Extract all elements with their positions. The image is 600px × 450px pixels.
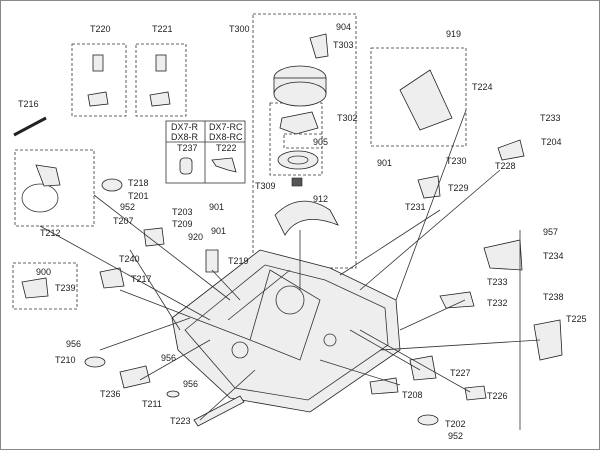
- leader-lines: [39, 109, 541, 430]
- part-label-t225: T225: [566, 314, 587, 324]
- part-label-t212: T212: [40, 228, 61, 238]
- box-t300: [252, 13, 357, 269]
- part-label-t219: T219: [228, 256, 249, 266]
- part-label-901: 901: [377, 158, 392, 168]
- drum-assembly: [273, 33, 339, 236]
- box-t239: [12, 262, 78, 310]
- part-label-t218: T218: [128, 178, 149, 188]
- part-label-t224: T224: [472, 82, 493, 92]
- part-label-t221: T221: [152, 24, 173, 34]
- chassis: [171, 249, 401, 413]
- part-label-t302: T302: [337, 113, 358, 123]
- part-label-t202: T202: [445, 419, 466, 429]
- table-header-right-2: DX8-RC: [209, 132, 243, 142]
- part-label-t233: T233: [540, 113, 561, 123]
- variant-table: DX7-R DX8-R DX7-RC DX8-RC T237 T222: [165, 120, 246, 184]
- part-label-t230: T230: [446, 156, 467, 166]
- part-label-t216: T216: [18, 99, 39, 109]
- part-label-t228: T228: [495, 161, 516, 171]
- part-label-t234: T234: [543, 251, 564, 261]
- part-label-t303: T303: [333, 40, 354, 50]
- part-label-t239: T239: [55, 283, 76, 293]
- table-header-left-1: DX7-R: [171, 122, 199, 132]
- box-t220: [71, 43, 127, 117]
- part-label-912: 912: [313, 194, 328, 204]
- part-label-957: 957: [543, 227, 558, 237]
- box-905: [283, 133, 323, 149]
- part-label-956: 956: [161, 353, 176, 363]
- part-label-900: 900: [36, 267, 51, 277]
- part-label-t220: T220: [90, 24, 111, 34]
- part-label-t231: T231: [405, 202, 426, 212]
- part-label-901: 901: [211, 226, 226, 236]
- part-t216: [13, 116, 47, 137]
- part-label-t204: T204: [541, 137, 562, 147]
- table-part-left: T237: [177, 143, 198, 153]
- table-header-left-2: DX8-R: [171, 132, 199, 142]
- part-label-920: 920: [188, 232, 203, 242]
- part-label-904: 904: [336, 22, 351, 32]
- part-label-t208: T208: [402, 390, 423, 400]
- part-label-t209: T209: [172, 219, 193, 229]
- part-label-t309: T309: [255, 181, 276, 191]
- box-t221: [135, 43, 187, 117]
- part-label-t226: T226: [487, 391, 508, 401]
- part-t237: [179, 157, 193, 175]
- part-label-952: 952: [448, 431, 463, 441]
- part-label-t211: T211: [142, 399, 162, 409]
- part-label-t217: T217: [131, 274, 152, 284]
- part-label-t210: T210: [55, 355, 76, 365]
- part-label-t207: T207: [113, 216, 134, 226]
- part-label-t227: T227: [450, 368, 471, 378]
- misc-parts: [13, 54, 563, 427]
- part-label-t203: T203: [172, 207, 193, 217]
- part-label-t240: T240: [119, 254, 140, 264]
- box-t224: [370, 47, 467, 147]
- part-label-956: 956: [183, 379, 198, 389]
- box-t212: [14, 149, 95, 227]
- part-label-t201: T201: [128, 191, 149, 201]
- table-header-right-1: DX7-RC: [209, 122, 243, 132]
- part-label-t232: T232: [487, 298, 508, 308]
- part-label-t300: T300: [229, 24, 250, 34]
- part-label-t238: T238: [543, 292, 564, 302]
- part-label-t236: T236: [100, 389, 121, 399]
- part-t222: [211, 157, 237, 173]
- part-label-901: 901: [209, 202, 224, 212]
- part-label-t229: T229: [448, 183, 469, 193]
- part-label-952: 952: [120, 202, 135, 212]
- part-label-956: 956: [66, 339, 81, 349]
- part-label-t233: T233: [487, 277, 508, 287]
- part-label-919: 919: [446, 29, 461, 39]
- part-label-905: 905: [313, 137, 328, 147]
- part-label-t223: T223: [170, 416, 191, 426]
- table-part-right: T222: [216, 143, 237, 153]
